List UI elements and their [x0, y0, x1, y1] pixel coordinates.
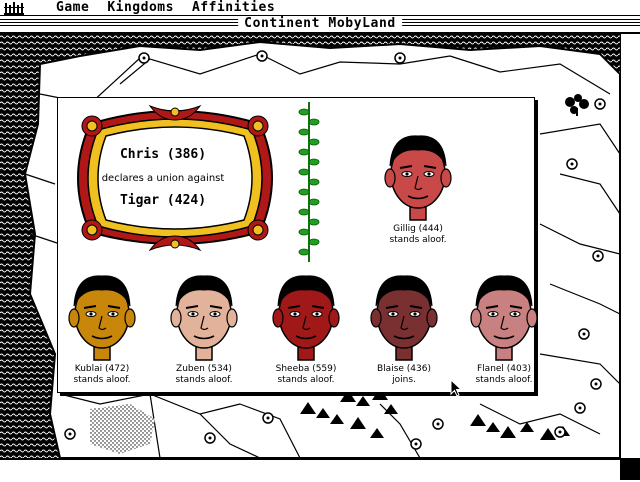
character-stance: joins.	[392, 375, 416, 385]
portrait-kublai	[68, 275, 136, 361]
mountains	[300, 388, 570, 440]
mouth	[493, 335, 515, 340]
character-kublai[interactable]: Kublai (472) stands aloof.	[52, 264, 152, 386]
forest	[565, 94, 589, 116]
menu-game[interactable]: Game	[56, 0, 90, 15]
hair	[73, 275, 131, 307]
nose	[98, 315, 107, 331]
vine-divider	[298, 102, 320, 262]
portrait-flanel	[470, 275, 538, 361]
left-ear	[370, 308, 382, 328]
mouth	[193, 335, 215, 340]
character-gillig[interactable]: Gillig (444) stands aloof.	[368, 124, 468, 246]
eyebrows	[287, 305, 325, 309]
portrait-blaise	[370, 275, 438, 361]
right-pupil	[427, 172, 431, 176]
portrait-zuben	[170, 275, 238, 361]
left-ear	[272, 308, 284, 328]
hair	[389, 135, 447, 167]
right-ear	[328, 308, 340, 328]
character-stance: stands aloof.	[175, 375, 233, 385]
eyebrows	[399, 165, 437, 169]
corner-box	[620, 458, 640, 480]
window-title: Continent MobyLand	[238, 16, 402, 32]
character-zuben[interactable]: Zuben (534) stands aloof.	[154, 264, 254, 386]
town-centers	[68, 54, 602, 446]
character-sheeba[interactable]: Sheeba (559) stands aloof.	[256, 264, 356, 386]
character-stance: stands aloof.	[389, 235, 447, 245]
declarer-name: Chris (386)	[119, 147, 207, 162]
eyebrows	[185, 305, 223, 309]
declaration-text: declares a union against	[101, 173, 225, 184]
character-blaise[interactable]: Blaise (436) joins.	[354, 264, 454, 386]
left-pupil	[491, 312, 495, 316]
ornate-frame	[77, 104, 273, 252]
character-name: Zuben (534)	[176, 364, 232, 374]
eyebrows	[385, 305, 423, 309]
nose	[400, 315, 409, 331]
character-name: Blaise (436)	[377, 364, 431, 374]
portrait-sheeba	[272, 275, 340, 361]
left-pupil	[293, 312, 297, 316]
nose	[414, 175, 423, 191]
left-ear	[170, 308, 182, 328]
mouth	[295, 335, 317, 340]
hair	[375, 275, 433, 307]
menu-bar: Game Kingdoms Affinities	[0, 0, 640, 16]
left-ear	[470, 308, 482, 328]
character-name: Sheeba (559)	[275, 364, 337, 374]
left-pupil	[391, 312, 395, 316]
hair	[175, 275, 233, 307]
menu-kingdoms[interactable]: Kingdoms	[107, 0, 174, 15]
marsh-area	[90, 404, 155, 454]
right-pupil	[111, 312, 115, 316]
character-stance: stands aloof.	[475, 375, 533, 385]
right-ear	[426, 308, 438, 328]
mouth	[407, 195, 429, 200]
right-pupil	[213, 312, 217, 316]
portrait-gillig	[384, 135, 452, 221]
character-flanel[interactable]: Flanel (403) stands aloof.	[454, 264, 554, 386]
right-pupil	[413, 312, 417, 316]
hair	[475, 275, 533, 307]
nose	[500, 315, 509, 331]
character-stance: stands aloof.	[73, 375, 131, 385]
left-ear	[384, 168, 396, 188]
character-name: Kublai (472)	[74, 364, 130, 374]
mouth	[91, 335, 113, 340]
hair	[277, 275, 335, 307]
left-pupil	[405, 172, 409, 176]
target-name: Tigar (424)	[119, 193, 207, 208]
castle-icon[interactable]	[4, 1, 34, 15]
right-ear	[226, 308, 238, 328]
nose	[200, 315, 209, 331]
left-pupil	[89, 312, 93, 316]
character-name: Gillig (444)	[393, 224, 443, 234]
window-title-bar[interactable]: Continent MobyLand	[0, 16, 640, 34]
eyebrows	[485, 305, 523, 309]
left-ear	[68, 308, 80, 328]
character-stance: stands aloof.	[277, 375, 335, 385]
right-pupil	[315, 312, 319, 316]
right-ear	[124, 308, 136, 328]
union-declaration-dialog[interactable]: Chris (386) declares a union against Tig…	[57, 97, 538, 393]
eyebrows	[83, 305, 121, 309]
character-name: Flanel (403)	[477, 364, 531, 374]
menu-affinities[interactable]: Affinities	[191, 0, 276, 15]
mouth	[393, 335, 415, 340]
right-ear	[440, 168, 452, 188]
arrow-cursor-icon	[450, 379, 462, 397]
vertical-scrollbar[interactable]	[620, 34, 640, 458]
status-strip	[0, 458, 620, 482]
nose	[302, 315, 311, 331]
left-pupil	[191, 312, 195, 316]
right-ear	[526, 308, 538, 328]
right-pupil	[513, 312, 517, 316]
